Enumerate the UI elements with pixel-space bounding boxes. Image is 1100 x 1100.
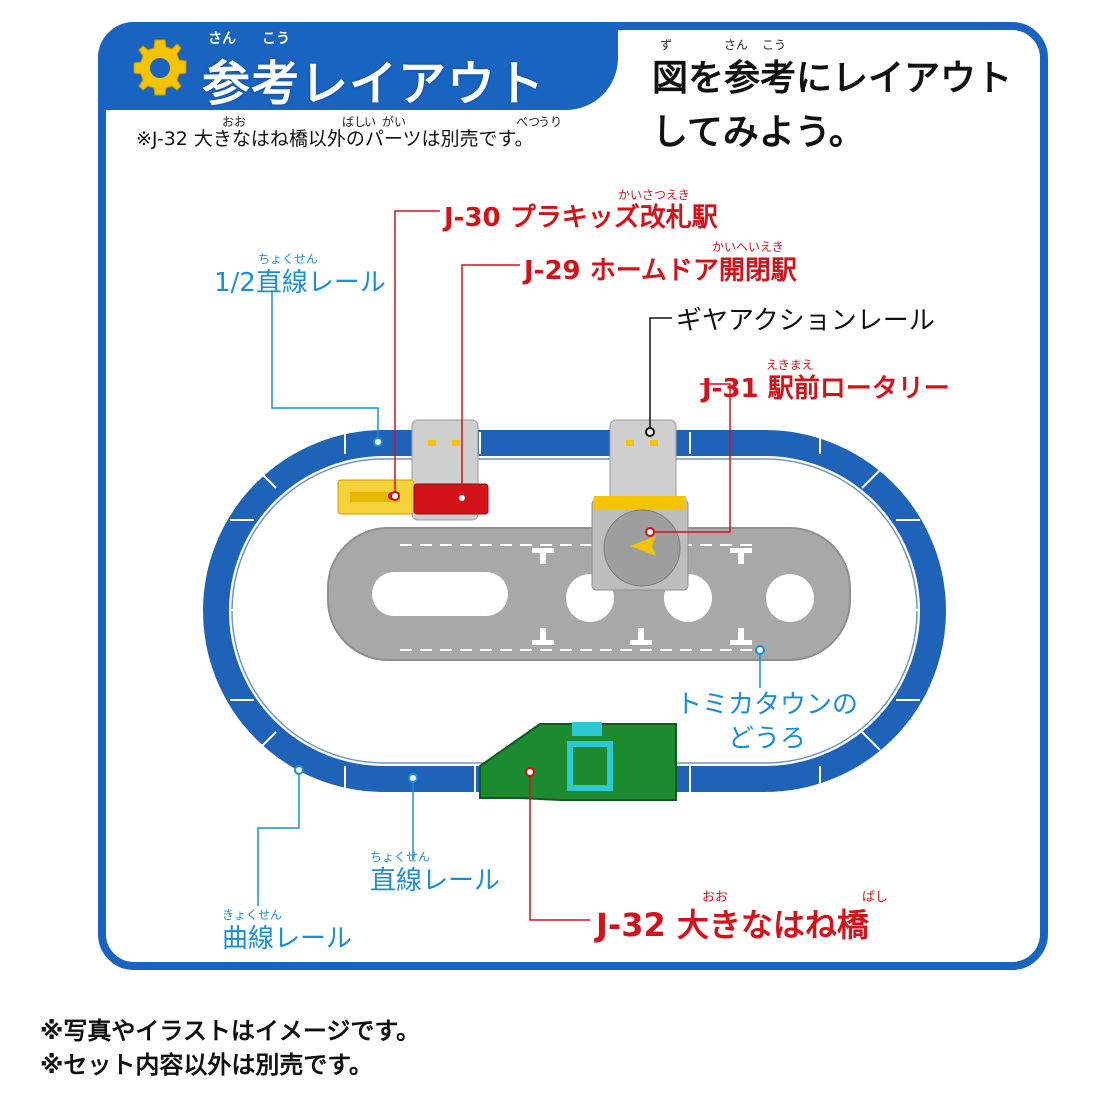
label-curve-rail: 曲線レール (222, 924, 353, 954)
leader-lines (257, 210, 761, 921)
footer-notes: ※写真やイラストはイメージです。 ※セット内容以外は別売です。 (40, 1014, 420, 1082)
half-straight-ruby: ちょくせん (258, 252, 319, 266)
title-ruby-kou: こう (262, 31, 290, 47)
j30-station-piece (337, 479, 415, 515)
j30-ruby: かいさつえき (618, 188, 690, 202)
j31-ruby: えきまえ (766, 358, 814, 372)
j29-station-piece (413, 483, 489, 515)
footer-image-note: ※写真やイラストはイメージです。 (40, 1017, 420, 1045)
label-j31-rotary: J-31 駅前ロータリー (702, 374, 950, 404)
guide-ruby-zu: ず (660, 38, 673, 52)
label-j30-station: J-30 プラキッズ改札駅 (444, 203, 718, 233)
guide-line-1: 図を参考にレイアウト (652, 58, 1013, 99)
leader-dots (294, 427, 765, 783)
label-j32-bridge: J-32 大きなはね橋 (596, 906, 869, 944)
guide-line-2: してみよう。 (652, 112, 865, 153)
gear-icon (133, 39, 187, 96)
j32-ruby-oo: おお (702, 890, 729, 905)
j29-ruby: かいへいえき (712, 240, 784, 254)
label-j29-station: J-29 ホームドア開閉駅 (524, 256, 797, 286)
rail-joints (230, 432, 920, 792)
note-ruby-oo: おお (222, 115, 247, 129)
page-title: 参考レイアウト (202, 56, 546, 112)
note-ruby-bashi: ばし (342, 115, 367, 129)
label-gear-action-rail: ギヤアクションレール (676, 306, 935, 336)
note-ruby-uri: うり (538, 115, 563, 129)
tomica-road (327, 527, 851, 661)
note-ruby-gai: がい (382, 115, 407, 129)
sold-separately-note: ※J-32 大きなはね橋以外のパーツは別売です。 (136, 128, 534, 150)
guide-ruby-san: さん (724, 38, 749, 52)
label-straight-rail: 直線レール (370, 866, 501, 896)
label-tomica-road: トミカタウンの どうろ (676, 688, 858, 756)
j32-bridge-piece (479, 722, 677, 801)
footer-sold-separately-note: ※セット内容以外は別売です。 (40, 1051, 373, 1079)
curve-ruby: きょくせん (222, 908, 283, 922)
guide-ruby-kou: こう (762, 38, 787, 52)
straight-ruby: ちょくせん (370, 850, 431, 864)
note-ruby-betsu: べつ (516, 115, 541, 129)
note-ruby-i: い (364, 115, 377, 129)
tomica-road-line-1: トミカタウンの (676, 690, 859, 720)
j31-rotary-piece (591, 496, 689, 591)
label-half-straight-rail: 1/2直線レール (214, 268, 386, 298)
j32-ruby-bashi: ばし (862, 890, 889, 905)
title-ruby-san: さん (208, 31, 236, 47)
layout-guide-text: 図を参考にレイアウト してみよう。 (652, 52, 1012, 160)
tomica-road-line-2: どうろ (728, 724, 807, 754)
